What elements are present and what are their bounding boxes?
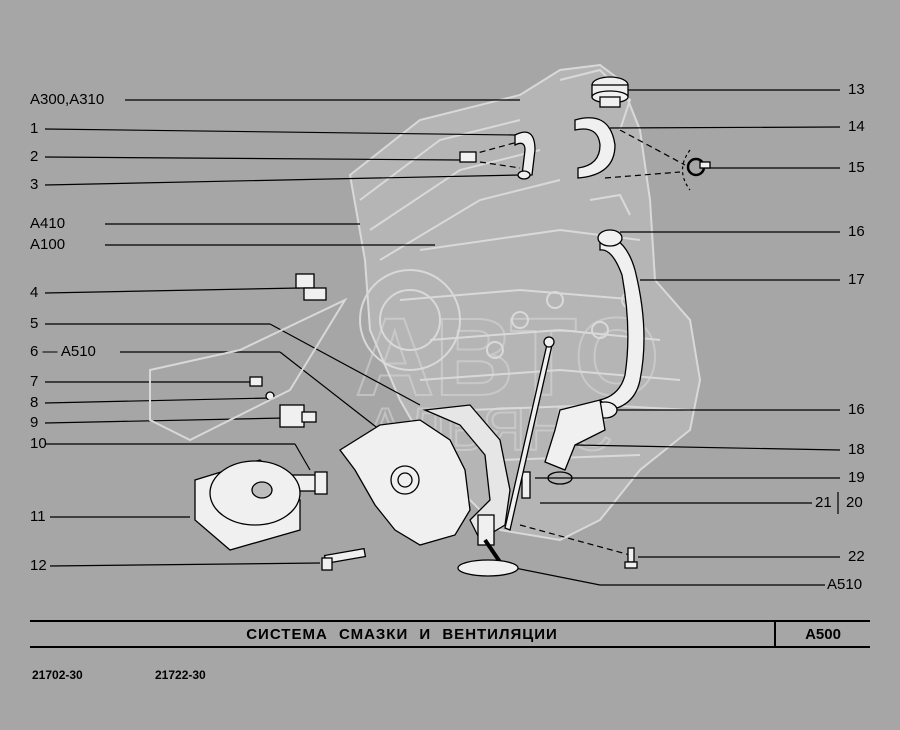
oil-pump-pickup (457, 514, 519, 577)
callout-13: 13 (848, 81, 865, 98)
oil-pressure-sensor (295, 273, 327, 301)
clamp-2 (459, 151, 477, 163)
callout-11: 11 (30, 508, 46, 525)
callout-19: 19 (848, 469, 865, 486)
bolt-22 (624, 547, 638, 569)
callout-4: 4 (30, 284, 39, 301)
o-ring-19 (547, 471, 573, 485)
callout-8: 8 (30, 394, 39, 411)
callout-18: 18 (848, 441, 865, 458)
oil-pressure-switch (279, 404, 317, 428)
dashed-connections (469, 129, 691, 556)
callout-16-upper: 16 (848, 223, 865, 240)
callout-a100: A100 (30, 236, 66, 253)
callout-21: 21 (815, 494, 832, 511)
hose-clamp (686, 157, 711, 177)
hose-clamp-16-upper (597, 229, 623, 247)
crankcase-shield (149, 297, 348, 442)
callout-22: 22 (848, 548, 865, 565)
oil-separator-pipe (544, 399, 606, 471)
callout-17: 17 (848, 271, 865, 288)
callout-1: 1 (30, 120, 39, 137)
bolt-7 (249, 376, 263, 387)
callout-12: 12 (30, 557, 47, 574)
callout-a410: A410 (30, 215, 66, 232)
callout-7: 7 (30, 373, 39, 390)
callout-20: 20 (846, 494, 863, 511)
stud-12 (321, 547, 367, 571)
callout-3: 3 (30, 176, 39, 193)
callout-5: 5 (30, 315, 39, 332)
callout-16-lower: 16 (848, 401, 865, 418)
callout-10: 10 (30, 435, 47, 452)
callout-2: 2 (30, 148, 39, 165)
parts (149, 76, 711, 577)
plug-21 (521, 471, 531, 499)
callout-a510: A510 (827, 576, 863, 593)
title-bar: СИСТЕМА СМАЗКИ И ВЕНТИЛЯЦИИ A500 (30, 620, 870, 648)
ventilation-hose-upper (574, 117, 616, 179)
callout-6-a510: 6 — A510 (30, 343, 96, 360)
callout-15: 15 (848, 159, 865, 176)
model-code-1: 21702-30 (32, 668, 83, 682)
clamp-3 (517, 170, 531, 180)
section-code: A500 (805, 626, 841, 643)
callout-a300-a310: A300,A310 (30, 91, 105, 108)
leader-lines (44, 89, 841, 586)
callout-14: 14 (848, 118, 865, 135)
callout-9: 9 (30, 414, 39, 431)
model-code-2: 21722-30 (155, 668, 206, 682)
title-divider (774, 622, 776, 646)
oil-filter (194, 459, 301, 551)
diagram-title: СИСТЕМА СМАЗКИ И ВЕНТИЛЯЦИИ (246, 626, 558, 643)
oil-filler-cap (591, 76, 629, 108)
